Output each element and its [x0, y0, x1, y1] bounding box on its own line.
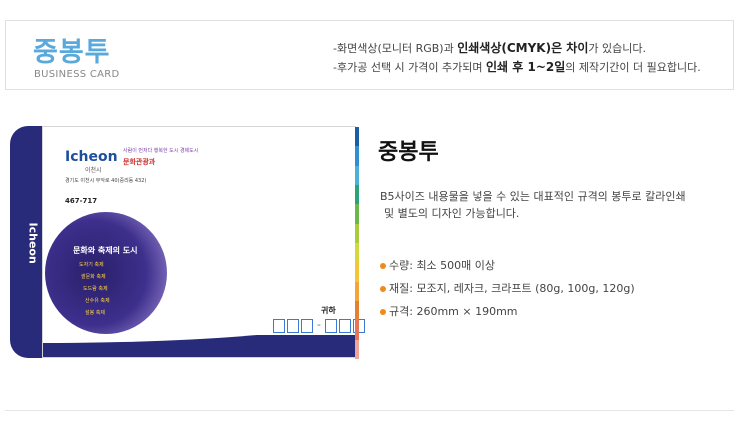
color-strip: [355, 127, 359, 359]
color-strip-segment: [355, 165, 359, 185]
postcode-box: [339, 319, 351, 333]
color-strip-segment: [355, 339, 359, 359]
bullet-icon: [380, 286, 386, 292]
description-line: B5사이즈 내용물을 넣을 수 있는 대표적인 규격의 봉투로 칼라인쇄: [380, 190, 686, 203]
spec-material: 재질: 모조지, 레자크, 크라프트 (80g, 100g, 120g): [380, 282, 635, 305]
color-strip-segment: [355, 223, 359, 243]
envelope-preview-image: Icheon 사람이 먼저다 행복한 도시 경제도시 Icheon 이천시 문화…: [10, 126, 365, 359]
bottom-divider: [5, 410, 734, 411]
envelope-slogan: 사람이 먼저다 행복한 도시 경제도시: [123, 148, 199, 154]
department-name: 문화관광과: [123, 158, 156, 166]
spec-list: 수량: 최소 500매 이상 재질: 모조지, 레자크, 크라프트 (80g, …: [380, 259, 635, 328]
flap-logo-text: Icheon: [26, 222, 40, 264]
festival-line: 쌀문화 축제: [81, 274, 106, 280]
spec-text: 규격: 260mm × 190mm: [389, 305, 518, 318]
color-strip-segment: [355, 320, 359, 340]
color-strip-segment: [355, 184, 359, 205]
sender-address: 경기도 이천시 부악로 40(중리동 432): [65, 178, 147, 184]
color-strip-segment: [355, 127, 359, 147]
color-strip-segment: [355, 281, 359, 301]
icheon-logo-sub: 이천시: [85, 167, 102, 174]
postcode-box: [287, 319, 299, 333]
color-strip-segment: [355, 204, 359, 224]
postcode-box: [353, 319, 365, 333]
spec-size: 규격: 260mm × 190mm: [380, 305, 635, 328]
header-panel: 중봉투 BUSINESS CARD -화면색상(모니터 RGB)과 인쇄색상(C…: [5, 20, 734, 90]
postcode-dash: -: [317, 318, 321, 331]
product-description: B5사이즈 내용물을 넣을 수 있는 대표적인 규격의 봉투로 칼라인쇄 및 별…: [380, 188, 686, 222]
icheon-logo: Icheon: [65, 149, 118, 165]
festival-title: 문화와 축제의 도시: [73, 246, 138, 255]
recipient-label: 귀하: [321, 306, 336, 315]
notice-line-production: -후가공 선택 시 가격이 추가되며 인쇄 후 1~2일의 제작기간이 더 필요…: [333, 60, 701, 74]
color-strip-segment: [355, 146, 359, 166]
spec-quantity: 수량: 최소 500매 이상: [380, 259, 635, 282]
bullet-icon: [380, 309, 386, 315]
postcode-box: [273, 319, 285, 333]
festival-circle-graphic: [45, 212, 167, 334]
festival-line: 도자기 축제: [79, 262, 104, 268]
notice-line-color: -화면색상(모니터 RGB)과 인쇄색상(CMYK)은 차이가 있습니다.: [333, 41, 646, 55]
festival-line: 산수유 축제: [85, 298, 110, 304]
description-line: 및 별도의 디자인 가능합니다.: [384, 207, 520, 220]
bullet-icon: [380, 263, 386, 269]
sender-zip: 467-717: [65, 197, 98, 205]
postcode-box: [301, 319, 313, 333]
notice: -화면색상(모니터 RGB)과 인쇄색상(CMYK)은 차이가 있습니다. -후…: [333, 39, 723, 77]
spec-text: 재질: 모조지, 레자크, 크라프트 (80g, 100g, 120g): [389, 282, 635, 295]
color-strip-segment: [355, 262, 359, 282]
color-strip-segment: [355, 300, 359, 321]
postcode-box: [325, 319, 337, 333]
page-subtitle: BUSINESS CARD: [34, 69, 120, 80]
product-name: 중봉투: [378, 140, 439, 165]
spec-text: 수량: 최소 500매 이상: [389, 259, 496, 272]
festival-line: 도드람 축제: [83, 286, 108, 292]
color-strip-segment: [355, 242, 359, 263]
postcode-boxes: -: [273, 319, 365, 333]
envelope-body: 사람이 먼저다 행복한 도시 경제도시 Icheon 이천시 문화관광과 경기도…: [42, 126, 365, 359]
festival-line: 설봉 축제: [85, 310, 105, 316]
page-title: 중봉투: [33, 37, 111, 68]
